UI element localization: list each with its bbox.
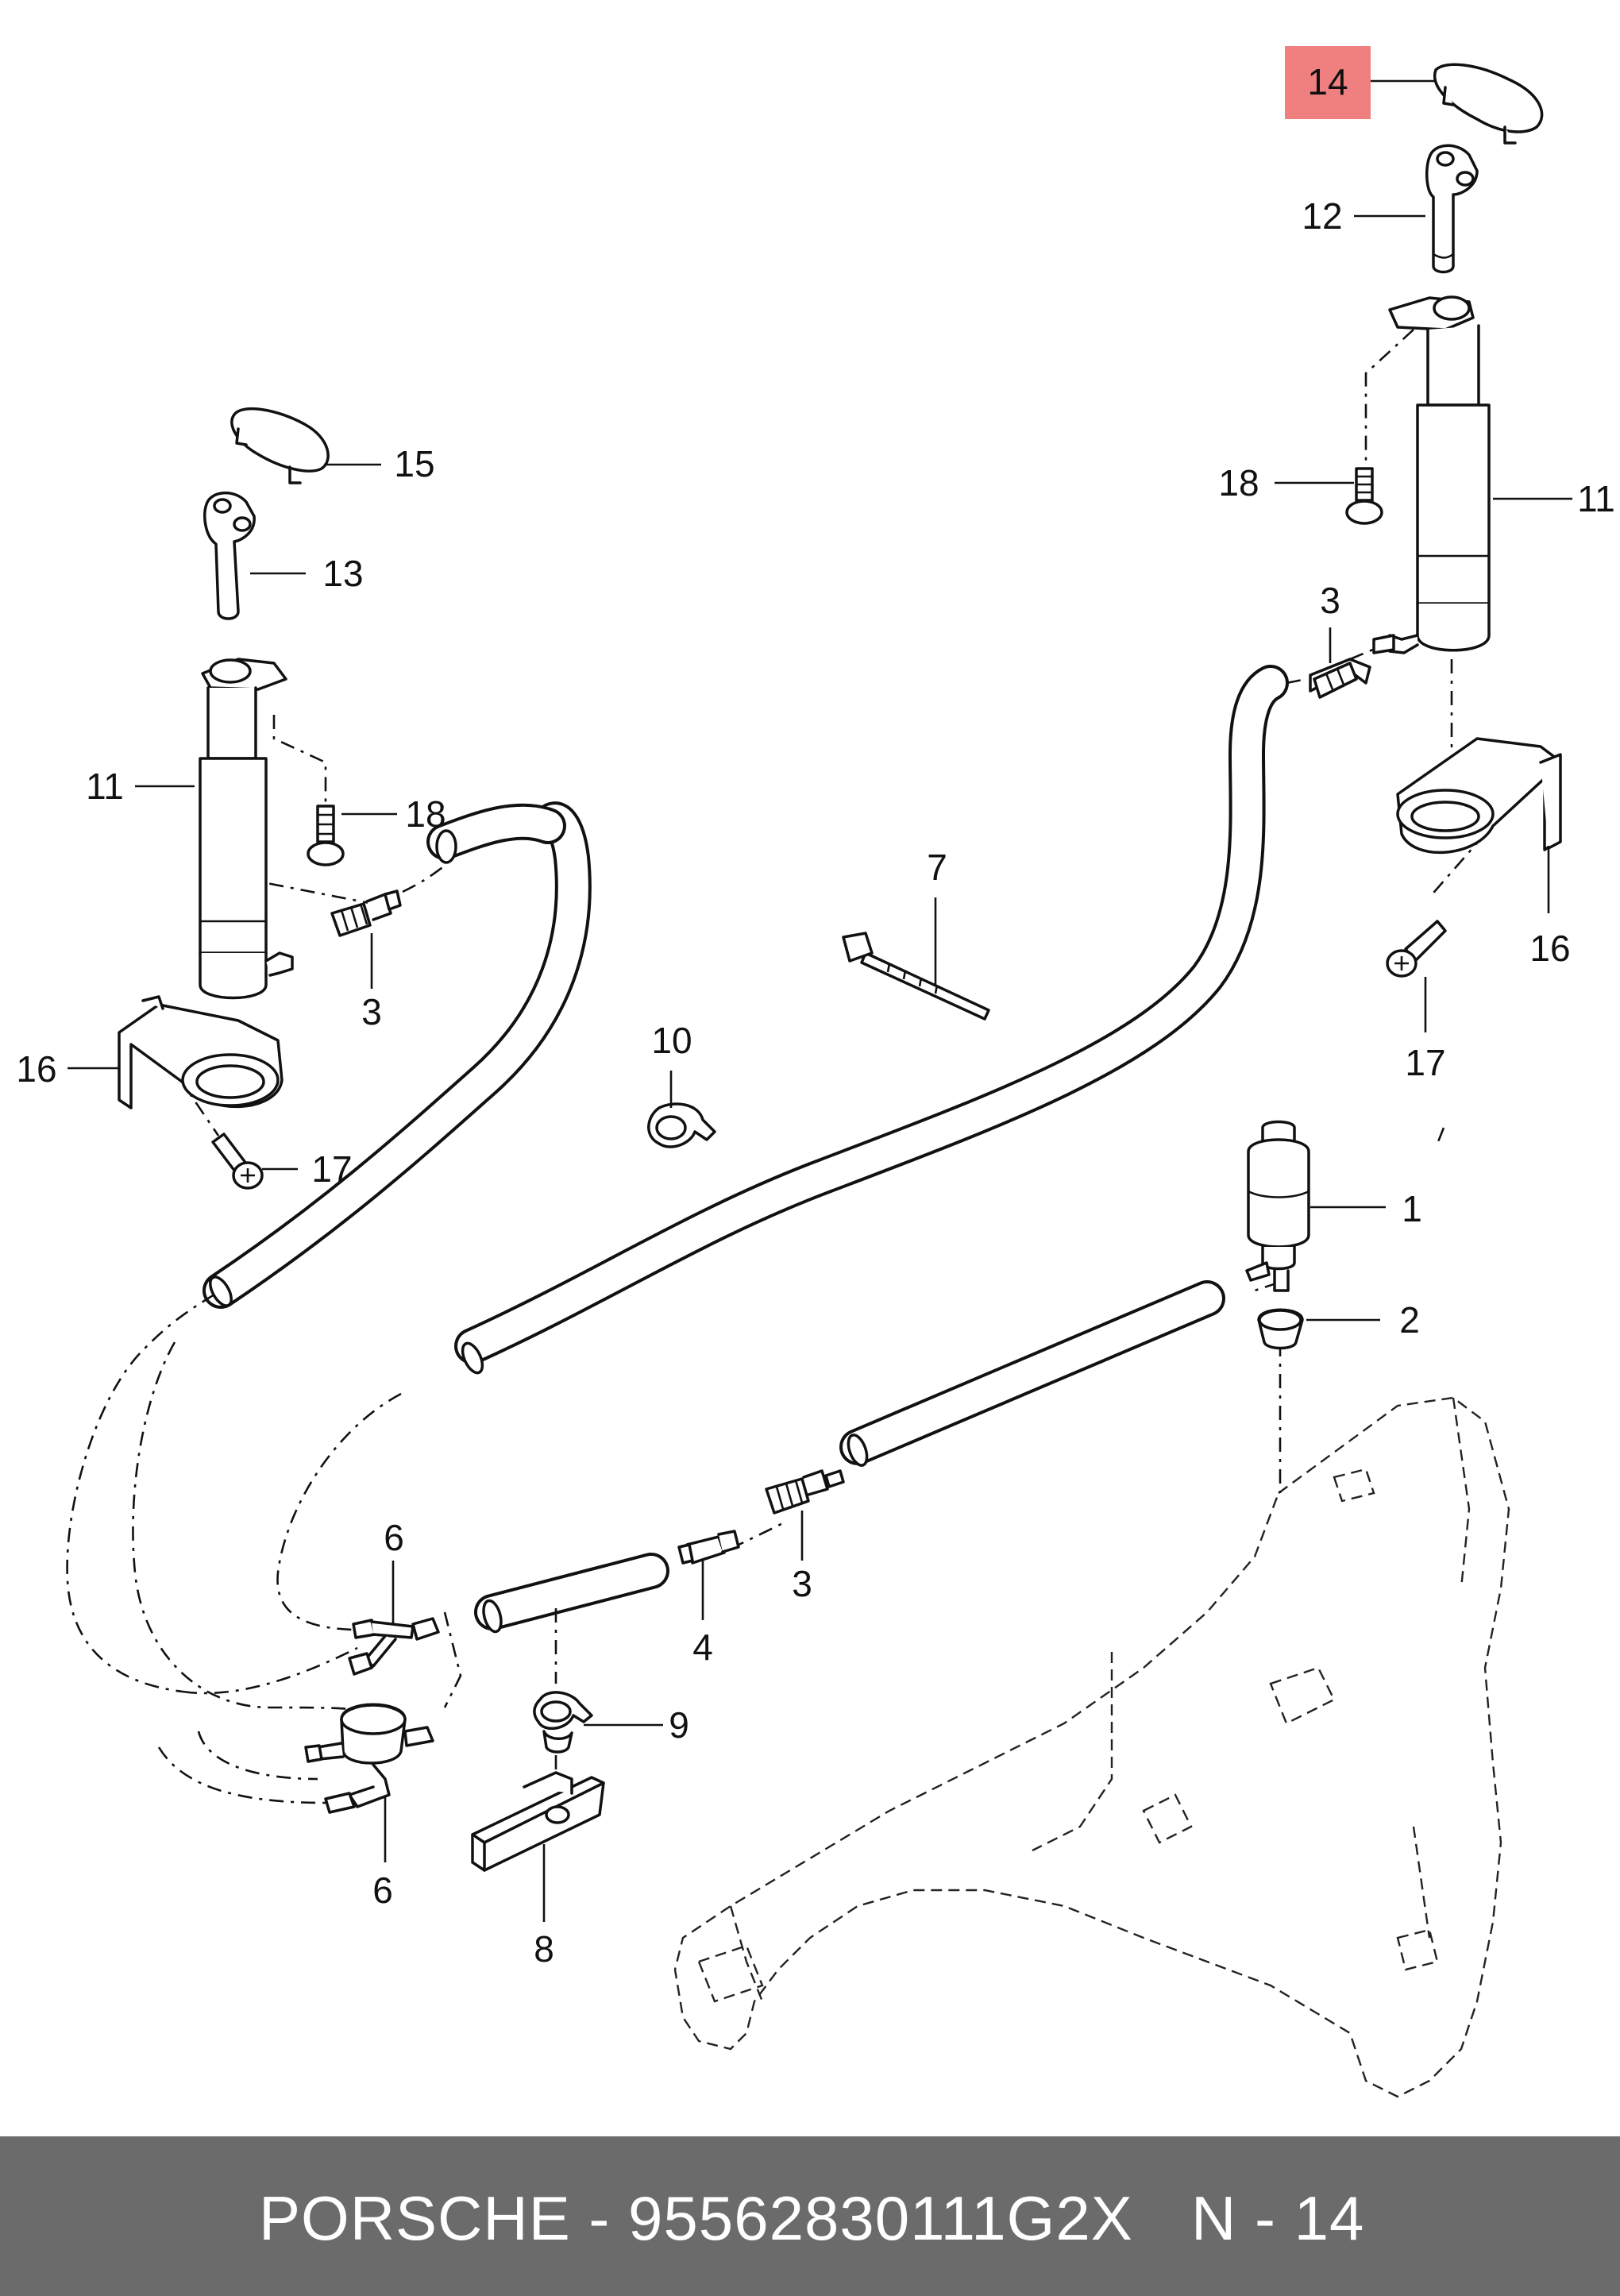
part-2-grommet: [1257, 1308, 1304, 1350]
part-17-screw-left: [211, 1133, 264, 1190]
part-3-connector-left: [330, 889, 402, 937]
highlight-box-14: [1285, 46, 1371, 119]
callout-3-left: 3: [361, 991, 382, 1032]
part-6-y-connector-top: [348, 1617, 440, 1676]
part-10-hose-clip: [647, 1102, 716, 1148]
callout-11-left: 11: [86, 766, 124, 807]
callout-2: 2: [1399, 1299, 1420, 1341]
part-1-washer-pump: [1245, 1120, 1310, 1292]
callout-10: 10: [651, 1020, 692, 1061]
part-12-nozzle: [1425, 144, 1479, 274]
callout-17-left: 17: [311, 1148, 352, 1190]
leader-lines: [68, 79, 1572, 1922]
callout-7: 7: [927, 847, 947, 888]
callout-16-left: 16: [16, 1048, 56, 1090]
part-17-screw-right: [1386, 920, 1447, 978]
part-6-check-valve: [304, 1703, 434, 1814]
part-18-bolt-left: [307, 805, 345, 866]
callout-1: 1: [1402, 1188, 1422, 1229]
part-3-connector-right: [1309, 658, 1371, 699]
footer-part-number: PORSCHE - 95562830111G2X: [259, 2183, 1133, 2253]
hose-short: [474, 1553, 669, 1630]
part-9-hose-clip: [533, 1691, 593, 1754]
part-13-nozzle: [203, 491, 256, 620]
washer-tank: [673, 1396, 1510, 2098]
callout-6-bottom: 6: [372, 1870, 393, 1911]
callout-15: 15: [394, 443, 434, 484]
part-11-cylinder-right: [1372, 295, 1491, 654]
callout-12: 12: [1302, 195, 1342, 237]
part-16-bracket-left: [118, 995, 284, 1109]
callout-4: 4: [692, 1626, 713, 1668]
callout-3-mid: 3: [792, 1563, 812, 1604]
footer-page-ref: N - 14: [1191, 2183, 1365, 2253]
callout-3-right: 3: [1320, 580, 1340, 621]
callout-6-top: 6: [384, 1517, 404, 1558]
part-14-nozzle-cover: [1433, 63, 1544, 145]
callout-9: 9: [669, 1704, 689, 1746]
part-3-connector-mid: [765, 1469, 845, 1515]
part-11-cylinder-left: [199, 658, 294, 1000]
hose-main: [454, 665, 1289, 1364]
callout-11-right: 11: [1577, 478, 1615, 519]
callout-14: 14: [1307, 61, 1348, 102]
part-16-bracket-right: [1396, 737, 1562, 855]
callout-16-right: 16: [1529, 928, 1570, 969]
callout-18-right: 18: [1218, 462, 1259, 504]
callout-18-left: 18: [405, 793, 446, 835]
callout-8: 8: [534, 1928, 554, 1970]
part-15-nozzle-cover: [230, 407, 330, 484]
hose-pump: [839, 1280, 1225, 1465]
footer-bar: PORSCHE - 95562830111G2X N - 14: [0, 2136, 1620, 2296]
part-18-bolt-right: [1345, 467, 1383, 525]
parts-diagram: 14 12 15 13 11 11 18 18 3 3 3 7 16 16 17…: [16, 46, 1615, 2098]
part-7-cable-tie: [842, 932, 990, 1021]
callout-13: 13: [322, 553, 363, 594]
part-4-connector: [677, 1530, 740, 1565]
part-8-bracket: [471, 1771, 605, 1872]
callout-17-right: 17: [1405, 1042, 1445, 1083]
